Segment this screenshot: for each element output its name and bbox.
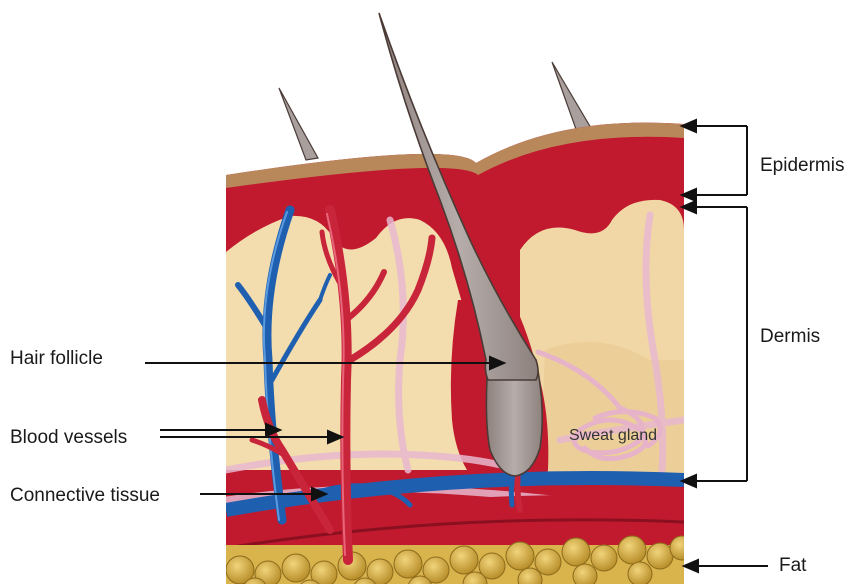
label-fat: Fat (779, 556, 806, 575)
hair-strand-right (552, 62, 591, 132)
label-blood-vessels: Blood vessels (10, 428, 127, 447)
label-dermis: Dermis (760, 327, 820, 346)
label-hair-follicle: Hair follicle (10, 349, 103, 368)
label-connective-tissue: Connective tissue (10, 486, 160, 505)
label-epidermis: Epidermis (760, 156, 844, 175)
hair-strand-left (279, 88, 318, 160)
label-sweat-gland: Sweat gland (569, 428, 657, 444)
skin-block (226, 100, 694, 584)
